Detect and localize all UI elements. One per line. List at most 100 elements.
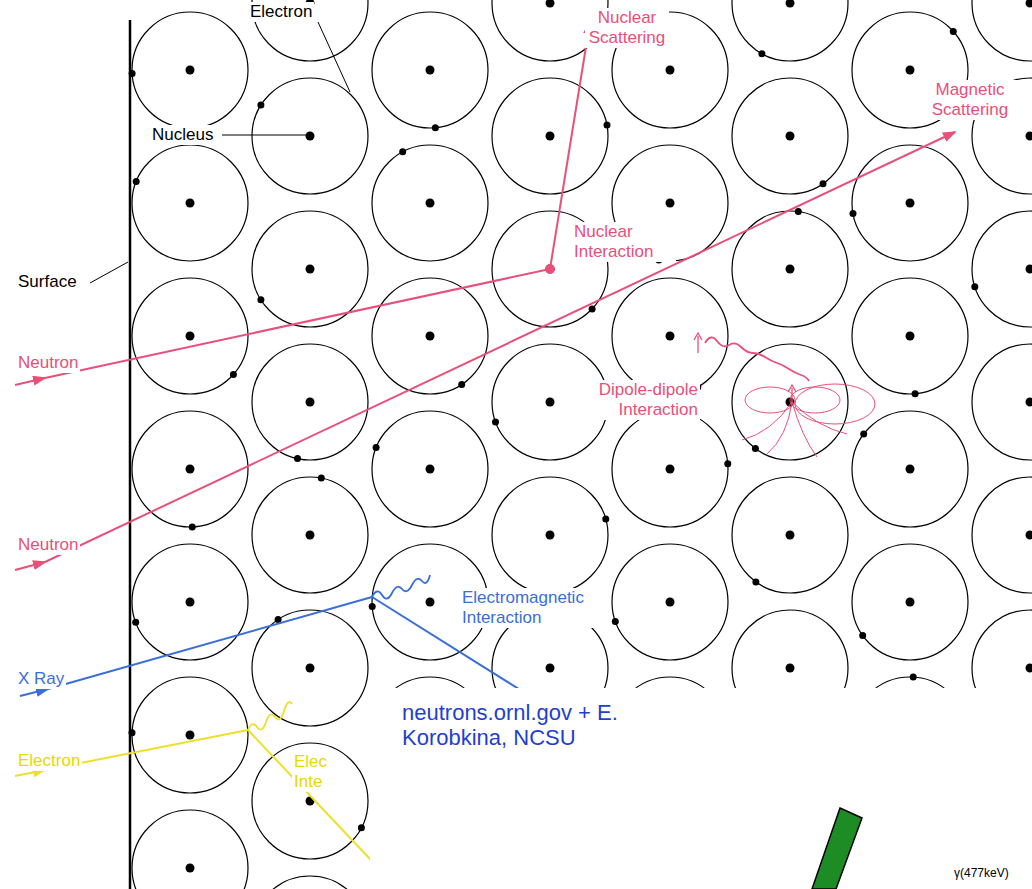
nucleus-dot bbox=[906, 598, 915, 607]
electron-dot bbox=[369, 603, 376, 610]
electron-dot bbox=[752, 445, 759, 452]
nucleus-dot bbox=[306, 664, 315, 673]
electron-dot bbox=[604, 122, 611, 129]
atom-circle bbox=[732, 0, 848, 61]
interaction-label: Nuclear Interaction bbox=[572, 222, 676, 262]
atom-circle bbox=[972, 0, 1032, 61]
nucleus-dot bbox=[546, 398, 555, 407]
electron-dot bbox=[912, 390, 919, 397]
atom-circle bbox=[612, 544, 728, 660]
atom-circle bbox=[372, 145, 488, 261]
electron-dot bbox=[589, 305, 596, 312]
neutron-path bbox=[15, 22, 590, 385]
atom-circle bbox=[132, 810, 248, 889]
nucleus-dot bbox=[426, 465, 435, 474]
electron-dot bbox=[492, 418, 499, 425]
nucleus-dot bbox=[546, 265, 555, 274]
xray-path bbox=[20, 575, 530, 696]
nucleus-dot bbox=[666, 332, 675, 341]
atom-circle bbox=[252, 743, 368, 859]
nucleus-dot bbox=[186, 66, 195, 75]
electron-dot bbox=[132, 619, 139, 626]
part-name: Nucleus bbox=[150, 125, 215, 145]
atom-circle bbox=[972, 211, 1032, 327]
electron-dot bbox=[399, 148, 406, 155]
nucleus-dot bbox=[306, 398, 315, 407]
atom-circle bbox=[732, 344, 848, 460]
electron-dot bbox=[257, 296, 264, 303]
particle-name: Electron bbox=[16, 751, 82, 771]
interaction-label: Dipole-dipole Interaction bbox=[584, 380, 700, 420]
nucleus-dot bbox=[186, 864, 195, 873]
atom-circle bbox=[252, 344, 368, 460]
atom-circle bbox=[132, 12, 248, 128]
electron-dot bbox=[850, 210, 857, 217]
nucleus-dot bbox=[426, 66, 435, 75]
atom-circle bbox=[252, 78, 368, 194]
part-name: Surface bbox=[16, 272, 79, 292]
atom-circle bbox=[492, 477, 608, 593]
interaction-label: Inte bbox=[292, 772, 324, 792]
nucleus-dot bbox=[1026, 531, 1032, 540]
atom-circle bbox=[972, 477, 1032, 593]
atom-circle bbox=[372, 12, 488, 128]
electron-dot bbox=[795, 208, 802, 215]
atom-circle bbox=[852, 544, 968, 660]
nucleus-dot bbox=[786, 132, 795, 141]
nucleus-dot bbox=[786, 265, 795, 274]
nucleus-dot bbox=[546, 664, 555, 673]
interaction-label: Electromagnetic Interaction bbox=[460, 588, 604, 628]
atom-circle bbox=[132, 145, 248, 261]
nucleus-dot bbox=[306, 132, 315, 141]
nucleus-dot bbox=[546, 0, 555, 8]
nucleus-dot bbox=[426, 332, 435, 341]
electron-dot bbox=[758, 50, 765, 57]
electron-dot bbox=[294, 455, 301, 462]
atom-circle bbox=[612, 278, 728, 394]
nucleus-dot bbox=[906, 465, 915, 474]
nucleus-dot bbox=[666, 199, 675, 208]
atom-circle bbox=[252, 610, 368, 726]
atom-circle bbox=[852, 278, 968, 394]
nucleus-dot bbox=[906, 199, 915, 208]
nucleus-dot bbox=[1026, 0, 1032, 8]
electron-dot bbox=[950, 28, 957, 35]
atom-circle bbox=[132, 544, 248, 660]
nucleus-dot bbox=[1026, 265, 1032, 274]
nucleus-dot bbox=[666, 465, 675, 474]
atom-circle bbox=[732, 477, 848, 593]
credit-note: neutrons.ornl.gov + E. Korobkina, NCSU bbox=[400, 700, 654, 750]
electron-dot bbox=[602, 516, 609, 523]
neutron-path bbox=[15, 132, 955, 570]
electron-dot bbox=[859, 632, 866, 639]
nucleus-dot bbox=[1026, 398, 1032, 407]
atom-circle bbox=[132, 677, 248, 793]
part-name: Electron bbox=[248, 2, 314, 22]
nucleus-dot bbox=[786, 531, 795, 540]
electron-dot bbox=[432, 124, 439, 131]
electron-dot bbox=[133, 178, 140, 185]
atom-circle bbox=[852, 145, 968, 261]
particle-name: Neutron bbox=[16, 535, 80, 555]
nucleus-dot bbox=[786, 0, 795, 8]
electron-dot bbox=[752, 578, 759, 585]
leader-line bbox=[318, 22, 350, 92]
electron-dot bbox=[971, 283, 978, 290]
atom-circle bbox=[612, 411, 728, 527]
nucleus-dot bbox=[186, 465, 195, 474]
nucleus-dot bbox=[186, 332, 195, 341]
scattering-label: Magnetic Scattering bbox=[912, 80, 1028, 120]
particle-name: X Ray bbox=[16, 669, 66, 689]
nucleus-dot bbox=[186, 598, 195, 607]
atom-circle bbox=[372, 411, 488, 527]
nucleus-dot bbox=[666, 598, 675, 607]
nucleus-dot bbox=[906, 66, 915, 75]
atom-circle bbox=[852, 411, 968, 527]
particle-name: Neutron bbox=[16, 353, 80, 373]
nucleus-dot bbox=[186, 731, 195, 740]
electron-dot bbox=[373, 444, 380, 451]
leader-line bbox=[222, 135, 306, 136]
nucleus-dot bbox=[786, 664, 795, 673]
atom-circle bbox=[252, 477, 368, 593]
nucleus-dot bbox=[546, 531, 555, 540]
